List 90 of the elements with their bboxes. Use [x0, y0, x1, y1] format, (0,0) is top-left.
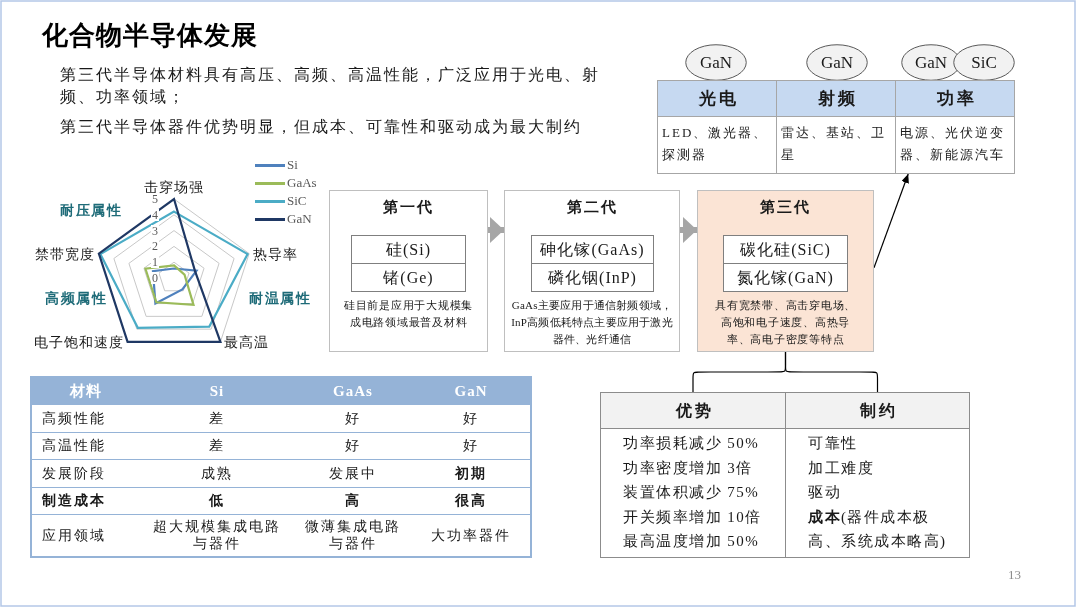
- material-entry: 磷化铟(InP): [531, 263, 654, 292]
- table-column: [785, 392, 970, 558]
- card-body-text: 电源、光伏逆变器、新能源汽车: [900, 124, 1006, 164]
- material-entry: 锗(Ge): [351, 263, 466, 292]
- card-title: 第一代: [383, 198, 434, 217]
- list-item-text: 加工难度: [808, 458, 874, 478]
- column-header: Si: [140, 378, 294, 405]
- card-body-text: LED、激光器、探测器: [662, 124, 770, 164]
- table-entry: 超大规模集成电路与器件: [152, 518, 282, 552]
- card-header: 功率: [896, 81, 1014, 117]
- card-title: 第二代: [566, 198, 618, 217]
- application-card: [895, 80, 1015, 174]
- table-entry: 大功率器件: [431, 526, 511, 544]
- table-entry: 发展中: [329, 464, 377, 482]
- property-note: 耐温属性: [249, 291, 311, 307]
- card-header: 光电: [658, 81, 776, 117]
- column-header: 材料: [32, 378, 140, 405]
- list-item-text: 功率损耗减少 50%: [623, 434, 760, 453]
- bullet-text: 第三代半导体器件优势明显，但成本、可靠性和驱动成为最大制约: [60, 117, 582, 137]
- tick-label: 3: [151, 224, 159, 237]
- tick-label: 1: [151, 256, 159, 269]
- connector-line: [784, 351, 879, 393]
- table-entry: 高: [345, 492, 361, 509]
- tick-label: 4: [151, 208, 159, 221]
- tick-label: 2: [151, 240, 159, 253]
- tick-label: 0: [151, 272, 159, 284]
- list-item-text: 开关频率增加 10倍: [623, 507, 762, 527]
- axis-label: 最高温: [224, 333, 270, 351]
- list-item-text: 可靠性: [808, 434, 858, 453]
- axis-label: 击穿场强: [144, 179, 204, 195]
- material-ellipse: SiC: [953, 44, 1015, 81]
- column-header: 制约: [786, 393, 969, 429]
- list-item-text: 最高温度增加 50%: [623, 532, 760, 551]
- row-heading: 制造成本: [42, 492, 106, 509]
- material-ellipse: GaN: [806, 44, 868, 81]
- slide-title: 化合物半导体发展: [42, 20, 258, 52]
- application-card: [657, 80, 777, 174]
- table-entry: 好: [463, 437, 479, 454]
- material-entry: 碳化硅(SiC): [723, 235, 848, 264]
- table-entry: 好: [463, 410, 479, 427]
- axis-label: 电子饱和速度: [33, 333, 124, 351]
- chevron-arrow: [680, 217, 697, 243]
- card-title: 第三代: [760, 198, 811, 217]
- chevron-arrow: [488, 217, 504, 243]
- application-card: [776, 80, 896, 174]
- table-column: [600, 392, 786, 558]
- generation-card: [329, 190, 488, 352]
- row-heading: 发展阶段: [42, 464, 106, 482]
- property-note: 耐压属性: [60, 203, 122, 219]
- table-entry: 微薄集成电路与器件: [304, 518, 402, 552]
- card-header: 射频: [777, 81, 895, 117]
- row-heading: 高频性能: [42, 410, 106, 427]
- table-entry: 初期: [455, 464, 487, 482]
- card-body-text: 雷达、基站、卫星: [781, 124, 887, 164]
- material-ellipse: GaN: [685, 44, 747, 81]
- property-note: 高频属性: [45, 291, 107, 307]
- card-description: GaAs主要应用于通信射频领域，InP高频低耗特点主要应用于激光器件、光纤通信: [510, 298, 674, 347]
- page-number: 13: [1008, 567, 1021, 582]
- tick-label: 5: [151, 193, 159, 205]
- bullet-text: 第三代半导体材料具有高压、高频、高温性能，广泛应用于光电、射频、功率领域；: [60, 65, 601, 107]
- material-entry: 硅(Si): [351, 235, 466, 264]
- axis-label: 热导率: [253, 245, 299, 263]
- list-item-text: 功率密度增加 3倍: [623, 458, 753, 478]
- card-description: 硅目前是应用于大规模集成电路领域最普及材料: [342, 298, 475, 330]
- table-entry: 低: [209, 492, 225, 509]
- legend-label: GaAs: [287, 175, 317, 191]
- table-entry: 好: [345, 437, 361, 454]
- legend-label: SiC: [287, 193, 307, 209]
- legend-label: GaN: [287, 211, 312, 227]
- card-description: 具有宽禁带、高击穿电场、高饱和电子速度、高热导率、高电子密度等特点: [714, 298, 857, 347]
- generation-card: [504, 190, 680, 352]
- material-entry: 砷化镓(GaAs): [531, 235, 654, 264]
- column-header: 优势: [601, 393, 785, 429]
- column-header: GaN: [412, 378, 530, 405]
- arrow: [873, 173, 909, 269]
- table-entry: 成熟: [201, 464, 233, 482]
- row-heading: 应用领域: [42, 526, 106, 544]
- row-heading: 高温性能: [42, 437, 106, 454]
- list-item-text: 装置体积减少 75%: [623, 483, 760, 502]
- legend-label: Si: [287, 157, 298, 173]
- material-entry: 氮化镓(GaN): [723, 263, 848, 292]
- table-entry: 好: [345, 410, 361, 427]
- column-header: GaAs: [294, 378, 412, 405]
- axis-label: 禁带宽度: [34, 245, 95, 263]
- table-entry: 很高: [455, 492, 487, 509]
- list-item-text: 成本(器件成本极高、系统成本略高): [808, 507, 948, 551]
- table-entry: 差: [209, 437, 225, 454]
- generation-card: [697, 190, 874, 352]
- list-item-text: 驱动: [808, 483, 841, 502]
- table-entry: 差: [209, 410, 225, 427]
